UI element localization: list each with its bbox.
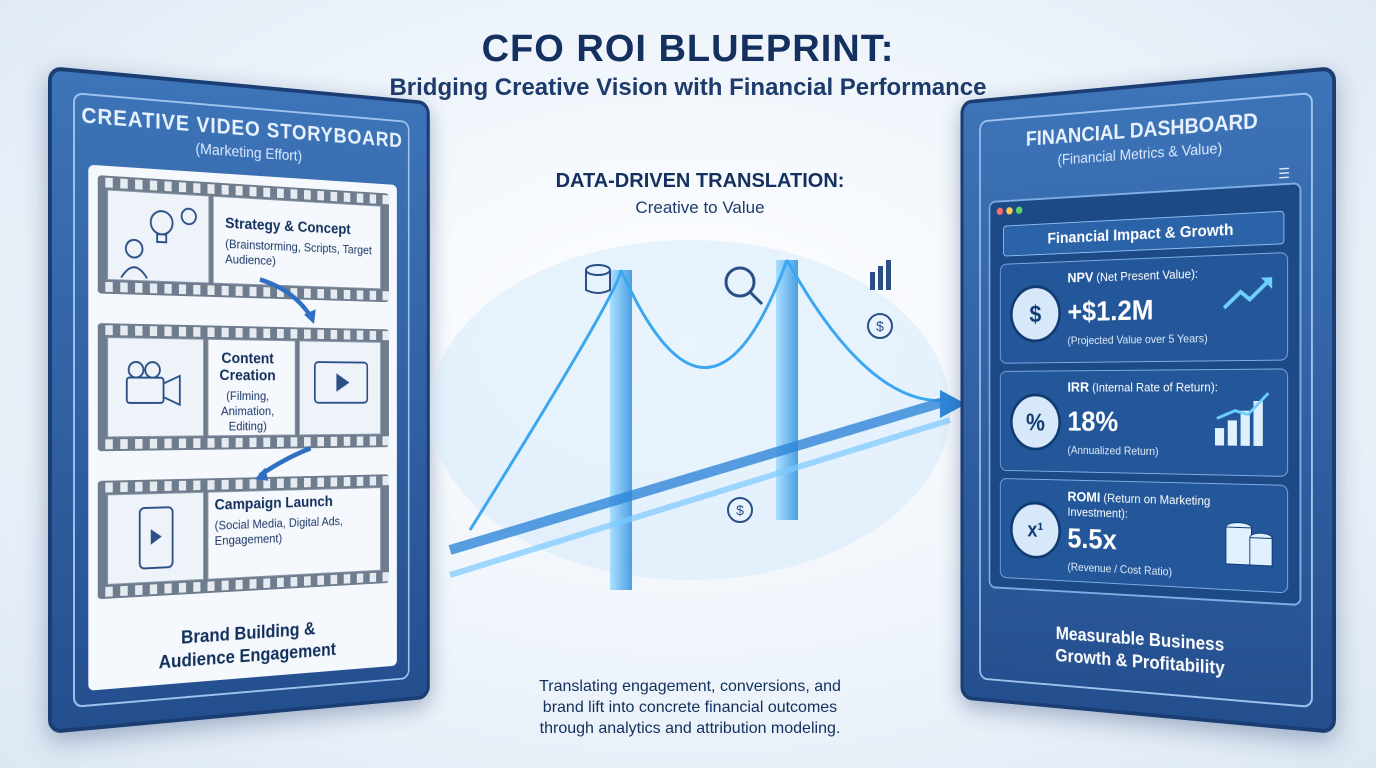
metric-romi-label: ROMI (Return on Marketing Investment): (1067, 488, 1231, 525)
bar-chart-icon (870, 260, 891, 290)
page-subtitle: Bridging Creative Vision with Financial … (389, 74, 987, 101)
metric-npv-note: (Projected Value over 5 Years) (1067, 331, 1208, 348)
magnifier-icon (724, 266, 756, 298)
menu-icon: ☰ (1278, 165, 1291, 182)
dashboard-footer: Measurable Business Growth & Profitabili… (981, 618, 1311, 688)
metric-npv-label: NPV (Net Present Value): (1067, 265, 1231, 286)
metric-npv-desc: (Net Present Value): (1096, 266, 1199, 285)
metric-irr-note: (Annualized Return) (1067, 443, 1159, 459)
dashboard-window: ☰ Financial Impact & Growth $ NPV (Net P… (988, 165, 1302, 607)
metric-irr-desc: (Internal Rate of Return): (1092, 379, 1218, 395)
trend-up-icon (1220, 273, 1275, 314)
translation-heading: DATA-DRIVEN TRANSLATION: (555, 170, 845, 192)
caption-line-2: brand lift into concrete financial outco… (542, 699, 838, 716)
metric-romi-note: (Revenue / Cost Ratio) (1067, 560, 1173, 579)
dashboard-frame: FINANCIAL DASHBOARD (Financial Metrics &… (979, 91, 1313, 709)
window-close-dot (996, 207, 1004, 216)
multiplier-icon: x¹ (1010, 500, 1061, 560)
financial-dashboard-panel: FINANCIAL DASHBOARD (Financial Metrics &… (960, 66, 1336, 734)
flow-arrows (88, 165, 384, 640)
caption-line-1: Translating engagement, conversions, and (539, 678, 841, 695)
storyboard-canvas: Strategy & Concept (Brainstorming, Scrip… (88, 164, 397, 691)
storyboard-frame: CREATIVE VIDEO STORYBOARD (Marketing Eff… (73, 92, 410, 708)
percent-icon: % (1010, 393, 1061, 451)
metric-npv-value: +$1.2M (1067, 294, 1154, 328)
caption-line-3: through analytics and attribution modeli… (539, 720, 841, 737)
growth-chart-icon (1211, 389, 1275, 447)
translation-subheading: Creative to Value (635, 198, 765, 217)
svg-text:$: $ (736, 502, 744, 518)
metric-romi: x¹ ROMI (Return on Marketing Investment)… (999, 477, 1289, 594)
metric-irr-abbr: IRR (1067, 379, 1090, 396)
svg-text:$: $ (876, 318, 884, 334)
storyboard-panel: CREATIVE VIDEO STORYBOARD (Marketing Eff… (48, 66, 430, 734)
database-icon (585, 264, 611, 294)
dollar-icon: $ (1010, 284, 1061, 343)
metric-npv-abbr: NPV (1067, 269, 1094, 287)
window-minimize-dot (1006, 206, 1013, 215)
metric-irr: % IRR (Internal Rate of Return): 18% (An… (999, 368, 1289, 477)
coin-stack-icon (1220, 504, 1275, 574)
metric-irr-value: 18% (1067, 406, 1119, 438)
page-title: CFO ROI BLUEPRINT: (481, 28, 895, 70)
dashboard-title: Financial Impact & Growth (1003, 210, 1285, 257)
metric-romi-value: 5.5x (1067, 523, 1117, 556)
data-bridge-illustration: $ $ (430, 240, 966, 590)
metric-romi-abbr: ROMI (1067, 488, 1101, 506)
metric-irr-label: IRR (Internal Rate of Return): (1067, 380, 1231, 396)
coin-icon-2 (867, 313, 893, 339)
translation-caption: Translating engagement, conversions, and… (470, 676, 910, 739)
coin-icon (727, 497, 753, 523)
metric-npv: $ NPV (Net Present Value): +$1.2M (Proje… (999, 251, 1289, 364)
window-maximize-dot (1015, 206, 1023, 215)
